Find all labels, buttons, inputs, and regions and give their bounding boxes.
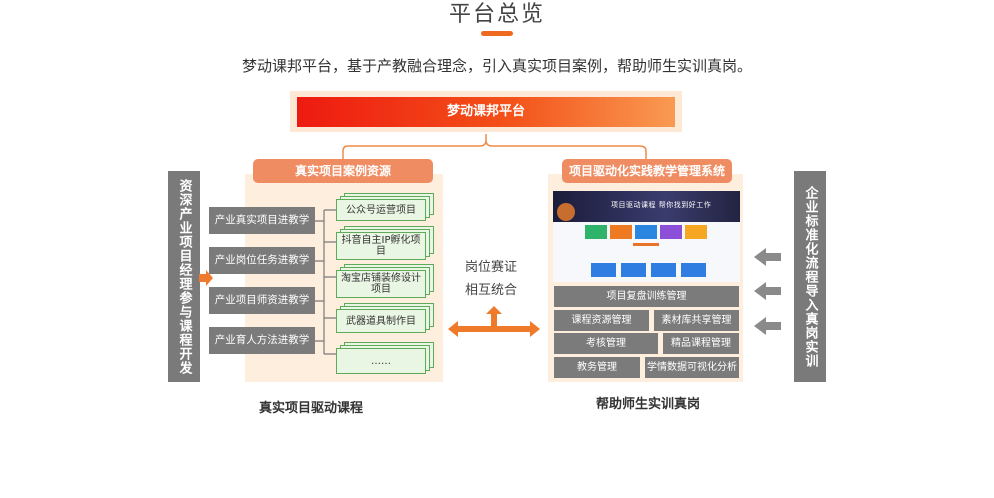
case-stack-4: 武器道具制作目 — [336, 303, 436, 335]
case-label-2: 抖音自主IP孵化项目 — [336, 232, 426, 260]
left-side-label: 资深产业项目经理参与课程开发 — [168, 171, 200, 382]
course-card — [651, 263, 676, 277]
tile-icon — [685, 225, 707, 239]
right-section-header: 项目驱动化实践教学管理系统 — [562, 159, 732, 183]
case-stack-3: 淘宝店铺装修设计项目 — [336, 264, 436, 298]
page-subtitle: 梦动课邦平台，基于产教融合理念，引入真实项目案例，帮助师生实训真岗。 — [241, 57, 752, 75]
tile-icon — [585, 225, 607, 239]
case-label-5: …… — [336, 348, 426, 374]
title-underline — [481, 31, 513, 36]
page-title: 平台总览 — [448, 2, 545, 27]
tile-icon — [660, 225, 682, 239]
screenshot-banner-text: 项目驱动课程 帮你找到好工作 — [611, 201, 712, 209]
screenshot-banner — [553, 191, 740, 222]
left-button-1: 产业真实项目进教学 — [209, 207, 315, 234]
case-stack-1: 公众号运营项目 — [336, 193, 436, 221]
platform-banner: 梦动课邦平台 — [297, 97, 675, 127]
case-connector — [315, 209, 336, 355]
arrow-left-icon — [754, 317, 781, 335]
case-label-1: 公众号运营项目 — [336, 199, 426, 221]
right-button-r1b: 素材库共享管理 — [654, 310, 739, 331]
middle-text-1: 岗位赛证 — [464, 260, 517, 275]
tile-icon — [610, 225, 632, 239]
right-button-full: 项目复盘训练管理 — [554, 286, 739, 307]
case-stack-5: …… — [336, 342, 436, 376]
right-button-r2a: 考核管理 — [554, 333, 658, 354]
left-section-header: 真实项目案例资源 — [253, 159, 433, 183]
right-button-r2b: 精品课程管理 — [663, 333, 739, 354]
system-screenshot: 项目驱动课程 帮你找到好工作 — [553, 191, 740, 282]
arrow-left-icons — [754, 248, 781, 335]
arrow-left-icon — [754, 282, 781, 300]
planet-icon — [557, 203, 575, 221]
left-caption: 真实项目驱动课程 — [258, 401, 363, 416]
right-button-r3b: 学情数据可视化分析 — [645, 357, 739, 378]
right-side-label: 企业标准化流程导入真岗实训 — [794, 171, 826, 382]
double-arrow-icon — [448, 306, 540, 337]
case-label-3: 淘宝店铺装修设计项目 — [336, 270, 426, 298]
left-button-3: 产业项目师资进教学 — [209, 287, 315, 314]
right-caption: 帮助师生实训真岗 — [595, 397, 700, 412]
left-button-4: 产业育人方法进教学 — [209, 327, 315, 354]
arrow-right-icon — [199, 270, 213, 286]
right-button-r3a: 教务管理 — [554, 357, 640, 378]
course-card — [591, 263, 616, 277]
case-stack-2: 抖音自主IP孵化项目 — [336, 226, 436, 260]
left-button-2: 产业岗位任务进教学 — [209, 247, 315, 274]
tile-icon — [635, 225, 657, 239]
course-card — [681, 263, 706, 277]
middle-text-2: 相互统合 — [464, 283, 517, 298]
brace-line — [342, 134, 647, 159]
case-label-4: 武器道具制作目 — [336, 309, 426, 333]
section-bar — [633, 243, 659, 246]
course-card — [621, 263, 646, 277]
arrow-left-icon — [754, 248, 781, 266]
right-button-r1a: 课程资源管理 — [554, 310, 649, 331]
